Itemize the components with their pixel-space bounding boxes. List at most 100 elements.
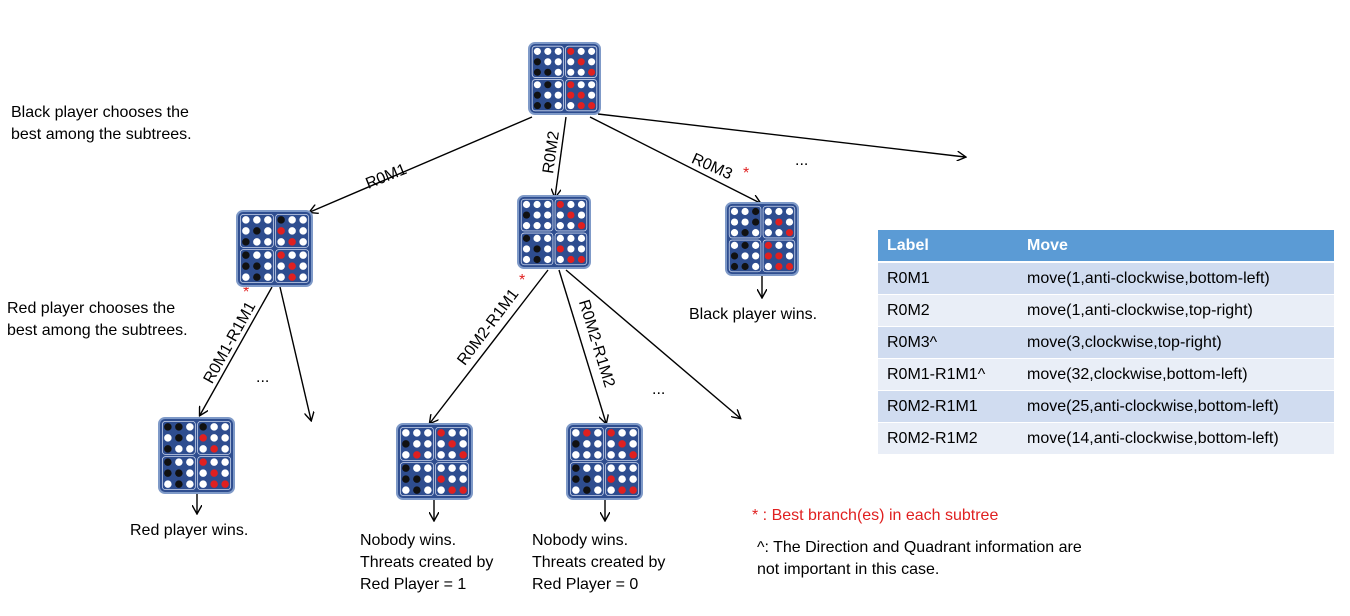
empty-hole (413, 440, 421, 448)
board-r0m3 (725, 202, 799, 276)
empty-hole (175, 458, 183, 466)
red-marble (210, 469, 218, 477)
red-marble (577, 222, 586, 230)
empty-hole (730, 207, 739, 216)
black-marble (572, 464, 580, 472)
black-marble (164, 445, 172, 453)
empty-hole (253, 238, 261, 246)
red-marble (577, 91, 585, 99)
empty-hole (199, 469, 207, 477)
empty-hole (577, 245, 586, 253)
empty-hole (277, 273, 285, 281)
black-marble (533, 102, 541, 110)
empty-hole (199, 445, 207, 453)
empty-hole (264, 238, 272, 246)
empty-hole (775, 207, 783, 216)
empty-hole (752, 241, 760, 249)
red-marble (618, 486, 626, 494)
empty-hole (567, 102, 575, 110)
empty-hole (594, 464, 602, 472)
empty-hole (588, 47, 596, 55)
empty-hole (618, 475, 626, 483)
empty-hole (752, 252, 760, 260)
empty-hole (424, 464, 432, 472)
red-marble (556, 245, 564, 253)
black-marble (164, 423, 172, 431)
empty-hole (730, 241, 739, 249)
red-marble (221, 480, 229, 488)
move-table-header: Label Move (878, 230, 1334, 263)
black-marble (572, 475, 580, 483)
empty-hole (277, 262, 285, 270)
empty-hole (437, 451, 445, 459)
row-move: move(1,anti-clockwise,top-right) (1018, 294, 1334, 327)
empty-hole (264, 251, 272, 259)
empty-hole (175, 445, 183, 453)
red-marble (567, 47, 575, 55)
empty-hole (577, 47, 585, 55)
empty-hole (544, 58, 552, 66)
empty-hole (764, 229, 772, 237)
empty-hole (618, 451, 626, 459)
empty-hole (299, 227, 307, 235)
empty-hole (424, 440, 432, 448)
empty-hole (764, 218, 772, 226)
table-row: R0M2-R1M2 move(14,anti-clockwise,bottom-… (878, 422, 1334, 454)
row-move: move(25,anti-clockwise,bottom-left) (1018, 390, 1334, 423)
board-r0m2-r1m2 (566, 423, 643, 500)
boards (158, 42, 799, 500)
red-marble (448, 440, 456, 448)
edge-label-r0m1: R0M1 (363, 161, 409, 193)
board-r0m2-r1m1 (396, 423, 473, 500)
empty-hole (413, 464, 421, 472)
empty-hole (730, 229, 739, 237)
empty-hole (221, 458, 229, 466)
empty-hole (402, 486, 410, 494)
black-marble (522, 234, 531, 242)
empty-hole (775, 241, 783, 249)
empty-hole (402, 429, 410, 437)
edge-label-r0m2-r1m1: R0M2-R1M1 (454, 286, 522, 369)
empty-hole (594, 440, 602, 448)
red-marble (588, 102, 596, 110)
black-marble (164, 469, 172, 477)
empty-hole (567, 58, 575, 66)
empty-hole (730, 218, 739, 226)
empty-hole (164, 434, 172, 442)
edge-r0m1 (310, 116, 533, 212)
edge-label-r0m2: R0M2 (540, 130, 563, 175)
red-marble (588, 68, 596, 76)
black-marble (752, 218, 760, 226)
black-marble (730, 252, 739, 260)
red-marble (577, 255, 586, 264)
empty-hole (221, 445, 229, 453)
empty-hole (607, 451, 615, 459)
best-marker-r0m1-r1m1: * (243, 284, 249, 301)
red-marble (629, 451, 637, 459)
empty-hole (264, 273, 272, 281)
empty-hole (588, 91, 596, 99)
black-marble (242, 251, 250, 259)
empty-hole (221, 434, 229, 442)
empty-hole (629, 464, 637, 472)
empty-hole (618, 429, 626, 437)
empty-hole (221, 423, 229, 431)
red-marble (277, 227, 285, 235)
empty-hole (522, 222, 531, 230)
red-marble (785, 229, 794, 237)
empty-hole (533, 200, 541, 209)
empty-hole (572, 451, 580, 459)
empty-hole (785, 252, 794, 260)
ellipsis-r0m2: ... (652, 381, 665, 398)
empty-hole (554, 68, 562, 76)
row-label: R0M2-R1M1 (878, 390, 1018, 423)
outcome-nobody-threats-0: Nobody wins. Threats created by Red Play… (532, 532, 666, 593)
row-label: R0M2 (878, 294, 1018, 327)
black-marble (242, 238, 250, 246)
empty-hole (448, 475, 456, 483)
empty-hole (629, 429, 637, 437)
empty-hole (567, 222, 575, 230)
empty-hole (299, 262, 307, 270)
edge-r0m1-r1m1 (200, 286, 273, 415)
empty-hole (764, 207, 772, 216)
